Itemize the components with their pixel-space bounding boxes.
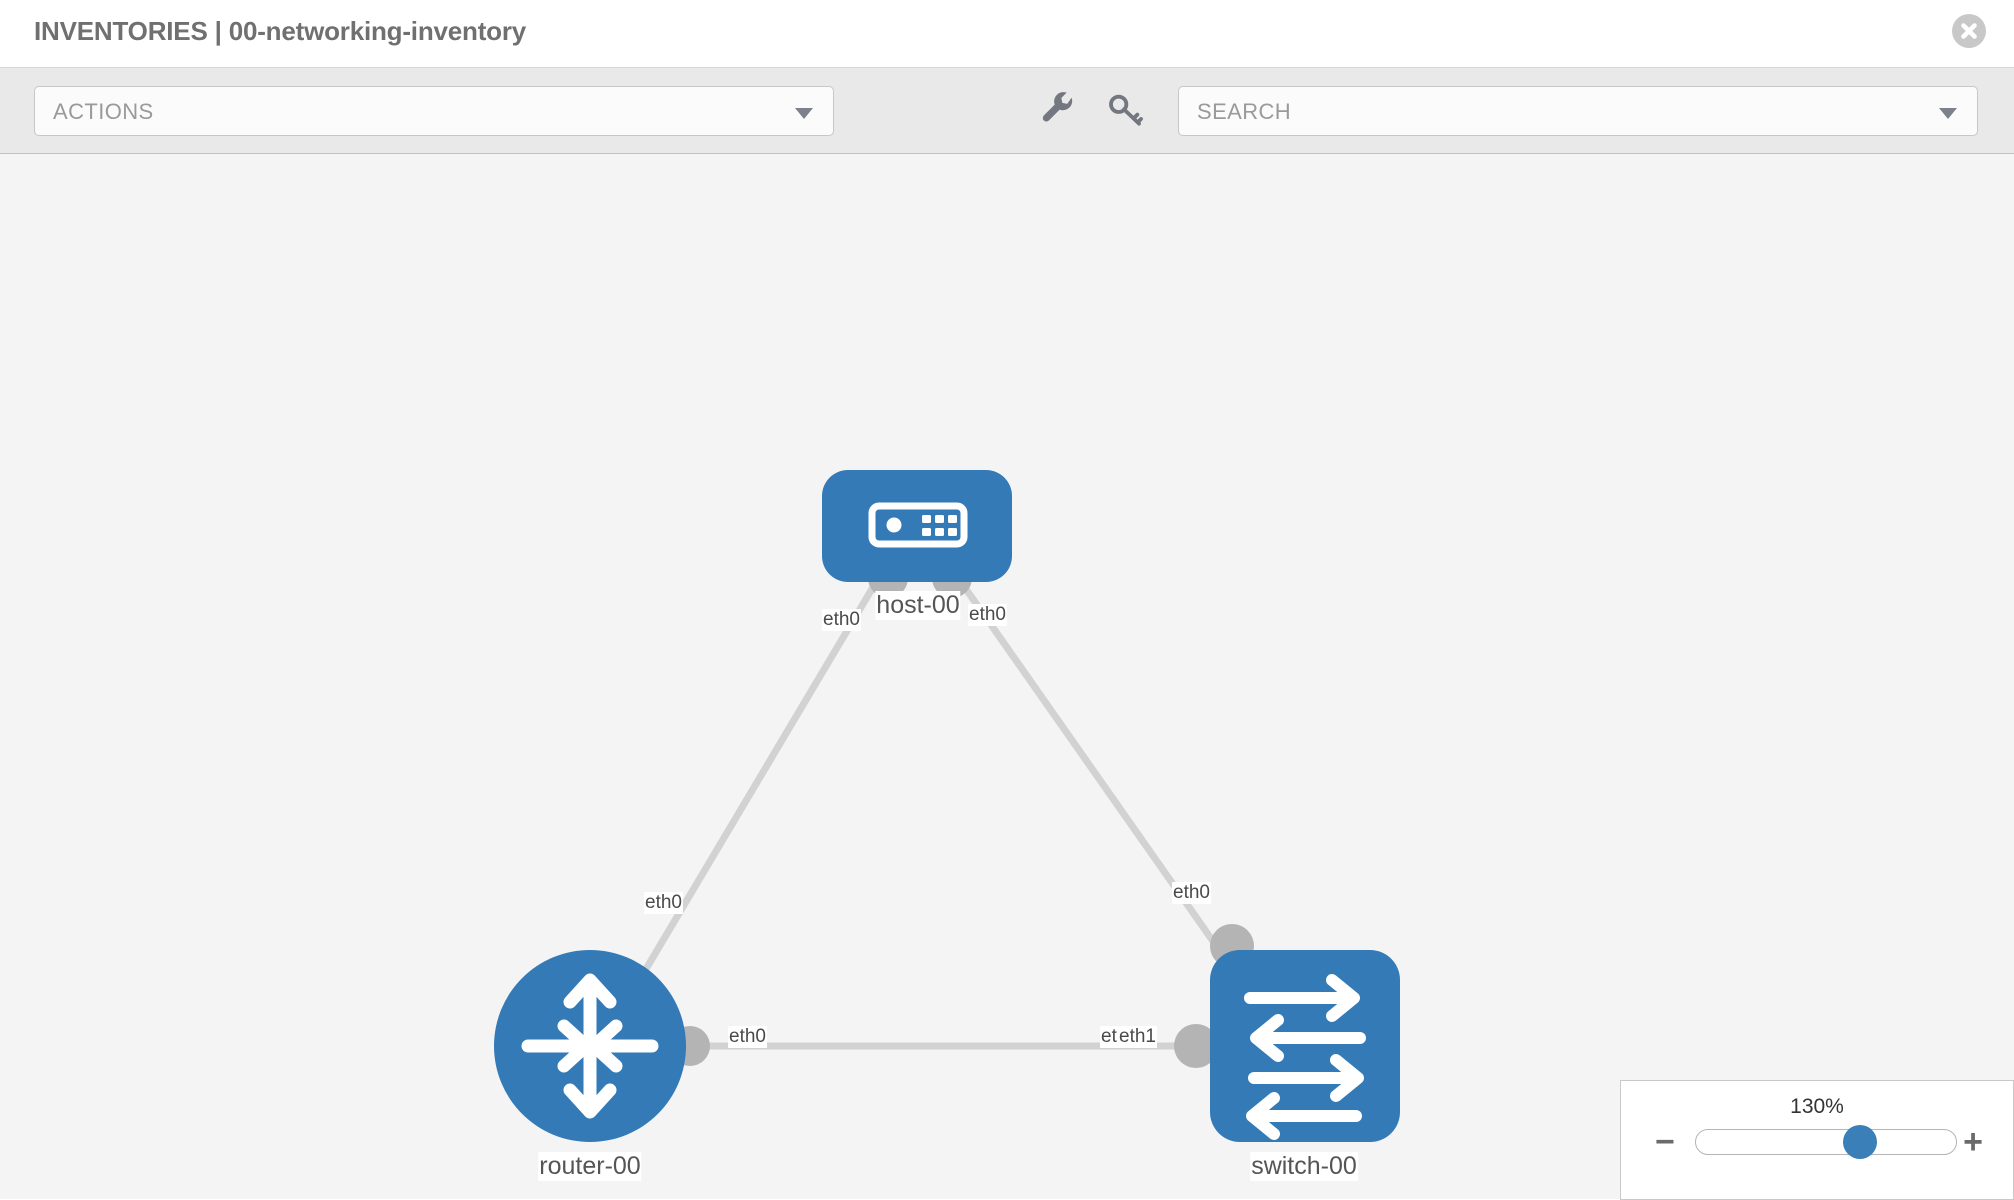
zoom-slider-thumb[interactable] [1842, 1125, 1877, 1159]
page-title: INVENTORIES | 00-networking-inventory [34, 16, 527, 46]
node-label-host-00: host-00 [875, 591, 961, 620]
edge-label: eth0 [728, 1026, 767, 1048]
port-switch-left [1174, 1024, 1218, 1068]
search-input[interactable]: SEARCH [1178, 86, 1978, 136]
topology-graph [494, 470, 1400, 1142]
link-host-switch [951, 569, 1253, 997]
zoom-out-button[interactable]: − [1655, 1123, 1675, 1161]
node-label-switch-00: switch-00 [1250, 1152, 1358, 1181]
search-placeholder: SEARCH [1197, 99, 1292, 124]
link-host-router [620, 570, 886, 1008]
page-header: INVENTORIES | 00-networking-inventory [0, 0, 2014, 68]
topology-links [620, 569, 1253, 1050]
key-icon[interactable] [1105, 90, 1145, 130]
node-router-00[interactable] [494, 950, 686, 1142]
edge-label: eth1 [1118, 1026, 1157, 1048]
chevron-down-icon [795, 108, 813, 119]
node-switch-00[interactable] [1210, 950, 1400, 1142]
wrench-icon[interactable] [1038, 90, 1078, 130]
topology-canvas[interactable]: host-00 router-00 switch-00 eth0 eth0 et… [0, 154, 2014, 1199]
zoom-panel: 130% − + [1620, 1080, 2014, 1200]
actions-dropdown-label: ACTIONS [53, 99, 154, 124]
topology-ports [670, 558, 1254, 1068]
zoom-in-button[interactable]: + [1963, 1123, 1983, 1161]
edge-label: eth0 [822, 609, 861, 631]
zoom-slider[interactable] [1695, 1125, 1957, 1159]
edge-label: eth0 [968, 604, 1007, 626]
node-label-router-00: router-00 [538, 1152, 642, 1181]
close-icon[interactable] [1952, 14, 1986, 48]
toolbar: ACTIONS SEARCH [0, 68, 2014, 154]
chevron-down-icon[interactable] [1939, 108, 1957, 119]
zoom-level-value: 130% [1790, 1095, 1844, 1118]
node-host-00[interactable] [822, 470, 1012, 582]
edge-label: eth0 [1172, 882, 1211, 904]
actions-dropdown[interactable]: ACTIONS [34, 86, 834, 136]
edge-label: eth0 [644, 892, 683, 914]
